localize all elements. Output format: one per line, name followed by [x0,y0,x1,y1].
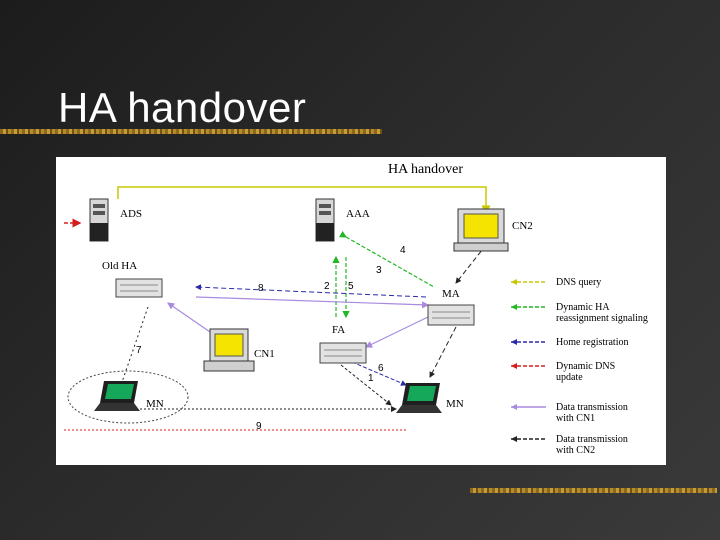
ha-handover-diagram: HA handover [64,162,648,456]
diagram-title: HA handover [388,162,463,177]
legend-label-5: Data transmission [556,402,628,413]
step-5-number: 5 [348,281,354,292]
mn-coverage-area [67,370,189,424]
mn-left-label: MN [146,398,164,410]
legend-arrowhead-4 [511,363,517,369]
legend-arrowhead-3 [511,339,517,345]
connections [64,186,491,431]
aaa-server-icon [315,198,335,242]
mn-left-laptop-icon [94,381,140,411]
old-ha-label: Old HA [102,260,137,272]
ma-fa-data-line [364,316,429,348]
legend-label-2-line2: reassignment signaling [556,313,648,324]
ma-label: MA [442,288,460,300]
mn-fa-step1-line [340,364,392,406]
legend-arrowhead-1 [511,279,517,285]
old-ha-router-icon [115,278,163,298]
legend-label-4-line2: update [556,372,583,383]
fa-router-icon [319,342,367,364]
fa-mn-registration-line [351,361,407,386]
diagram-panel: HA handover [56,157,666,465]
cn1-computer-icon [203,328,255,372]
legend-label-4: Dynamic DNS [556,361,615,372]
mn-right-label: MN [446,398,464,410]
legend-arrowhead-5 [511,404,517,410]
legend-arrowhead-2 [511,304,517,310]
mn-right-laptop-icon [396,383,442,413]
aaa-ma-signaling-line [339,230,435,288]
aaa-label: AAA [346,208,370,220]
top-decorative-rule [0,129,382,134]
legend-label-2: Dynamic HA [556,302,610,313]
legend-label-5-line2: with CN1 [556,413,595,424]
dns-query-line [117,186,491,215]
step-4-number: 4 [400,245,406,256]
ads-server-icon [89,198,109,242]
legend-label-1: DNS query [556,277,601,288]
cn2-label: CN2 [512,220,533,232]
step-9-number: 9 [256,421,262,432]
data-cn1-old-ha-ma-line [195,296,430,309]
legend-label-6: Data transmission [556,434,628,445]
legend-label-3: Home registration [556,337,628,348]
home-registration-line [195,284,427,298]
step-2-number: 2 [324,281,330,292]
legend-arrowhead-6 [511,436,517,442]
ma-mn-data-line [429,326,457,378]
ads-label: ADS [120,208,142,220]
step-7-number: 7 [136,345,142,356]
cn2-computer-icon [453,208,509,252]
slide-title: HA handover [58,84,307,131]
ma-router-icon [427,304,475,326]
step-6-number: 6 [378,363,384,374]
bottom-decorative-rule [470,488,717,493]
legend-label-6-line2: with CN2 [556,445,595,456]
step-1-number: 1 [368,373,374,384]
old-ha-mn-line [121,306,149,383]
fa-label: FA [332,324,345,336]
step-8-number: 8 [258,283,264,294]
step-3-number: 3 [376,265,382,276]
cn1-label: CN1 [254,348,275,360]
